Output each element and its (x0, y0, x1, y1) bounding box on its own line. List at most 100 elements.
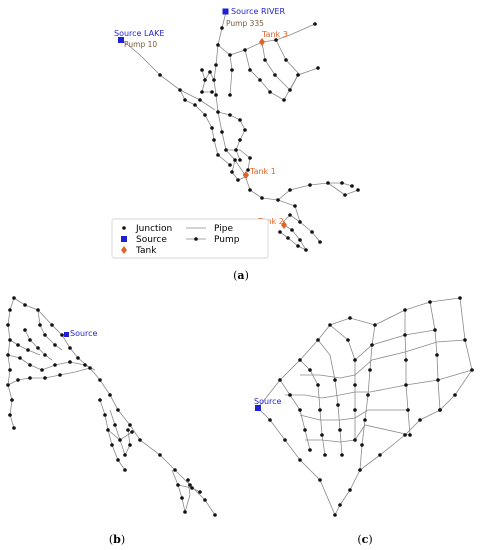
junction-node (276, 198, 280, 202)
junction-node (88, 366, 92, 370)
junction-node (308, 183, 312, 187)
source-marker (222, 8, 229, 15)
junction-node (36, 308, 40, 312)
junction-node (273, 73, 277, 77)
junction-node (8, 338, 12, 342)
junction-node (228, 53, 232, 57)
tank-marker (281, 221, 287, 229)
legend-pipe-label: Pipe (214, 224, 233, 234)
junction-node (282, 98, 286, 102)
junction-node (258, 78, 262, 82)
pipe-segment (299, 409, 408, 421)
pump-label: Pump 10 (124, 40, 157, 49)
junction-node (298, 238, 302, 242)
pipe-segment (261, 41, 319, 91)
junction-node (178, 88, 182, 92)
junction-node (268, 90, 272, 94)
source-label: Source LAKE (114, 29, 164, 38)
junction-node (123, 468, 127, 472)
junction-node (338, 503, 342, 507)
junction-node (404, 383, 408, 387)
junction-node (353, 438, 357, 442)
junction-node (296, 73, 300, 77)
junction-node (233, 158, 237, 162)
tank-marker (243, 171, 249, 179)
panel-a-junctions (158, 22, 360, 252)
junction-node (360, 443, 364, 447)
junction-node (288, 393, 292, 397)
junction-node (123, 453, 127, 457)
pipe-segment (299, 359, 326, 456)
junction-node (118, 438, 122, 442)
legend-tank-marker (121, 246, 127, 254)
pump-label: Pump 335 (226, 19, 264, 28)
tank-label: Tank 2 (257, 217, 284, 226)
junction-node (246, 168, 250, 172)
junction-node (228, 113, 232, 117)
junction-node (216, 43, 220, 47)
junction-node (310, 230, 314, 234)
tank-2: Tank 2 (257, 217, 287, 229)
junction-node (433, 328, 437, 332)
junction-node (356, 188, 360, 192)
junction-node (308, 368, 312, 372)
junction-node (68, 346, 72, 350)
junction-node (236, 178, 240, 182)
junction-node (304, 248, 308, 252)
junction-node (43, 353, 47, 357)
tank-marker (259, 38, 265, 46)
junction-node (313, 22, 317, 26)
junction-node (268, 418, 272, 422)
junction-node (293, 204, 297, 208)
legend-tank-label: Tank (135, 246, 157, 256)
pipe-segment (327, 182, 359, 196)
source-label: Source RIVER (231, 7, 285, 16)
legend-junction-marker (122, 226, 126, 230)
pipe-segment (217, 23, 316, 56)
junction-node (53, 363, 57, 367)
junction-node (453, 393, 457, 397)
junction-node (50, 323, 54, 327)
junction-node (43, 376, 47, 380)
tank-1: Tank 1 (243, 167, 276, 179)
junction-node (243, 48, 247, 52)
junction-node (298, 458, 302, 462)
junction-node (438, 408, 442, 412)
junction-node (403, 333, 407, 337)
panel-b-pipes (7, 297, 216, 516)
junction-node (428, 300, 432, 304)
junction-node (350, 184, 354, 188)
junction-node (436, 378, 440, 382)
junction-node (263, 58, 267, 62)
junction-node (346, 338, 350, 342)
junction-node (12, 426, 16, 430)
junction-node (234, 148, 238, 152)
junction-node (116, 458, 120, 462)
junction-node (16, 378, 20, 382)
junction-node (103, 413, 107, 417)
junction-node (130, 430, 134, 434)
junction-node (53, 343, 57, 347)
junction-node (176, 483, 180, 487)
junction-node (283, 438, 287, 442)
junction-node (463, 338, 467, 342)
junction-node (243, 128, 247, 132)
junction-node (23, 303, 27, 307)
source-lake: Source LAKE Pump 10 (114, 29, 164, 49)
junction-node (286, 236, 290, 240)
junction-node (128, 423, 132, 427)
junction-node (212, 78, 216, 82)
junction-node (173, 468, 177, 472)
junction-node (353, 358, 357, 362)
junction-node (366, 393, 370, 397)
junction-node (40, 368, 44, 372)
pipe-segment (171, 469, 191, 513)
junction-node (26, 348, 30, 352)
junction-node (336, 403, 340, 407)
junction-node (158, 453, 162, 457)
junction-node (38, 323, 42, 327)
junction-node (316, 383, 320, 387)
junction-node (8, 368, 12, 372)
source-marker (118, 37, 124, 43)
legend-junction-label: Junction (135, 224, 172, 234)
